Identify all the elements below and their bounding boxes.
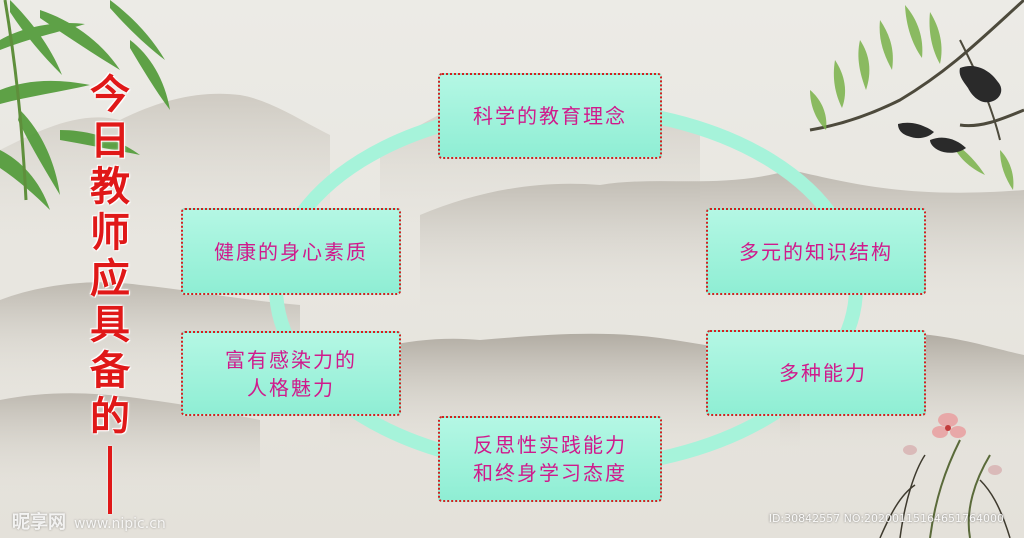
bird-icon — [898, 65, 1002, 153]
mountain-near-left — [0, 393, 260, 500]
willow-branch-icon — [809, 0, 1024, 190]
title-char: 师 — [90, 209, 130, 256]
cycle-box-label-line2: 和终身学习态度 — [473, 461, 627, 485]
cycle-box-label: 健康的身心素质 — [214, 239, 368, 264]
title-char: 应 — [90, 255, 130, 302]
cycle-box-personality: 富有感染力的 人格魅力 — [181, 331, 401, 416]
bamboo-stem — [3, 0, 28, 201]
cycle-box-label: 多元的知识结构 — [739, 239, 893, 264]
cycle-box-label: 科学的教育理念 — [473, 104, 627, 128]
cycle-box-label-line1: 富有感染力的 — [225, 347, 357, 372]
vertical-title: 今 日 教 师 应 具 备 的 — [80, 72, 140, 514]
title-char: 备 — [90, 347, 130, 394]
cycle-box-label-line2: 人格魅力 — [247, 375, 335, 400]
cycle-box-education-philosophy: 科学的教育理念 — [438, 73, 662, 159]
title-char: 日 — [90, 117, 130, 164]
title-char: 具 — [90, 301, 130, 348]
cycle-box-label: 多种能力 — [779, 361, 867, 385]
orchid-flower-icon — [879, 413, 1011, 538]
watermark-id: ID:30842557 NO:20200115164651764000 — [768, 512, 1004, 525]
watermark-site-url: www.nipic.cn — [74, 516, 166, 532]
title-char: 教 — [90, 163, 130, 210]
cycle-box-knowledge-structure: 多元的知识结构 — [706, 208, 926, 295]
cycle-box-health: 健康的身心素质 — [181, 208, 401, 295]
cycle-box-label-line1: 反思性实践能力 — [473, 433, 627, 457]
watermark-site: 昵享网 www.nipic.cn — [12, 508, 166, 534]
cycle-box-abilities: 多种能力 — [706, 330, 926, 416]
title-dash — [108, 446, 112, 514]
cycle-box-reflective-practice: 反思性实践能力 和终身学习态度 — [438, 416, 662, 502]
title-char: 的 — [90, 393, 130, 440]
title-char: 今 — [90, 71, 130, 118]
watermark-site-name: 昵享网 — [12, 512, 66, 533]
